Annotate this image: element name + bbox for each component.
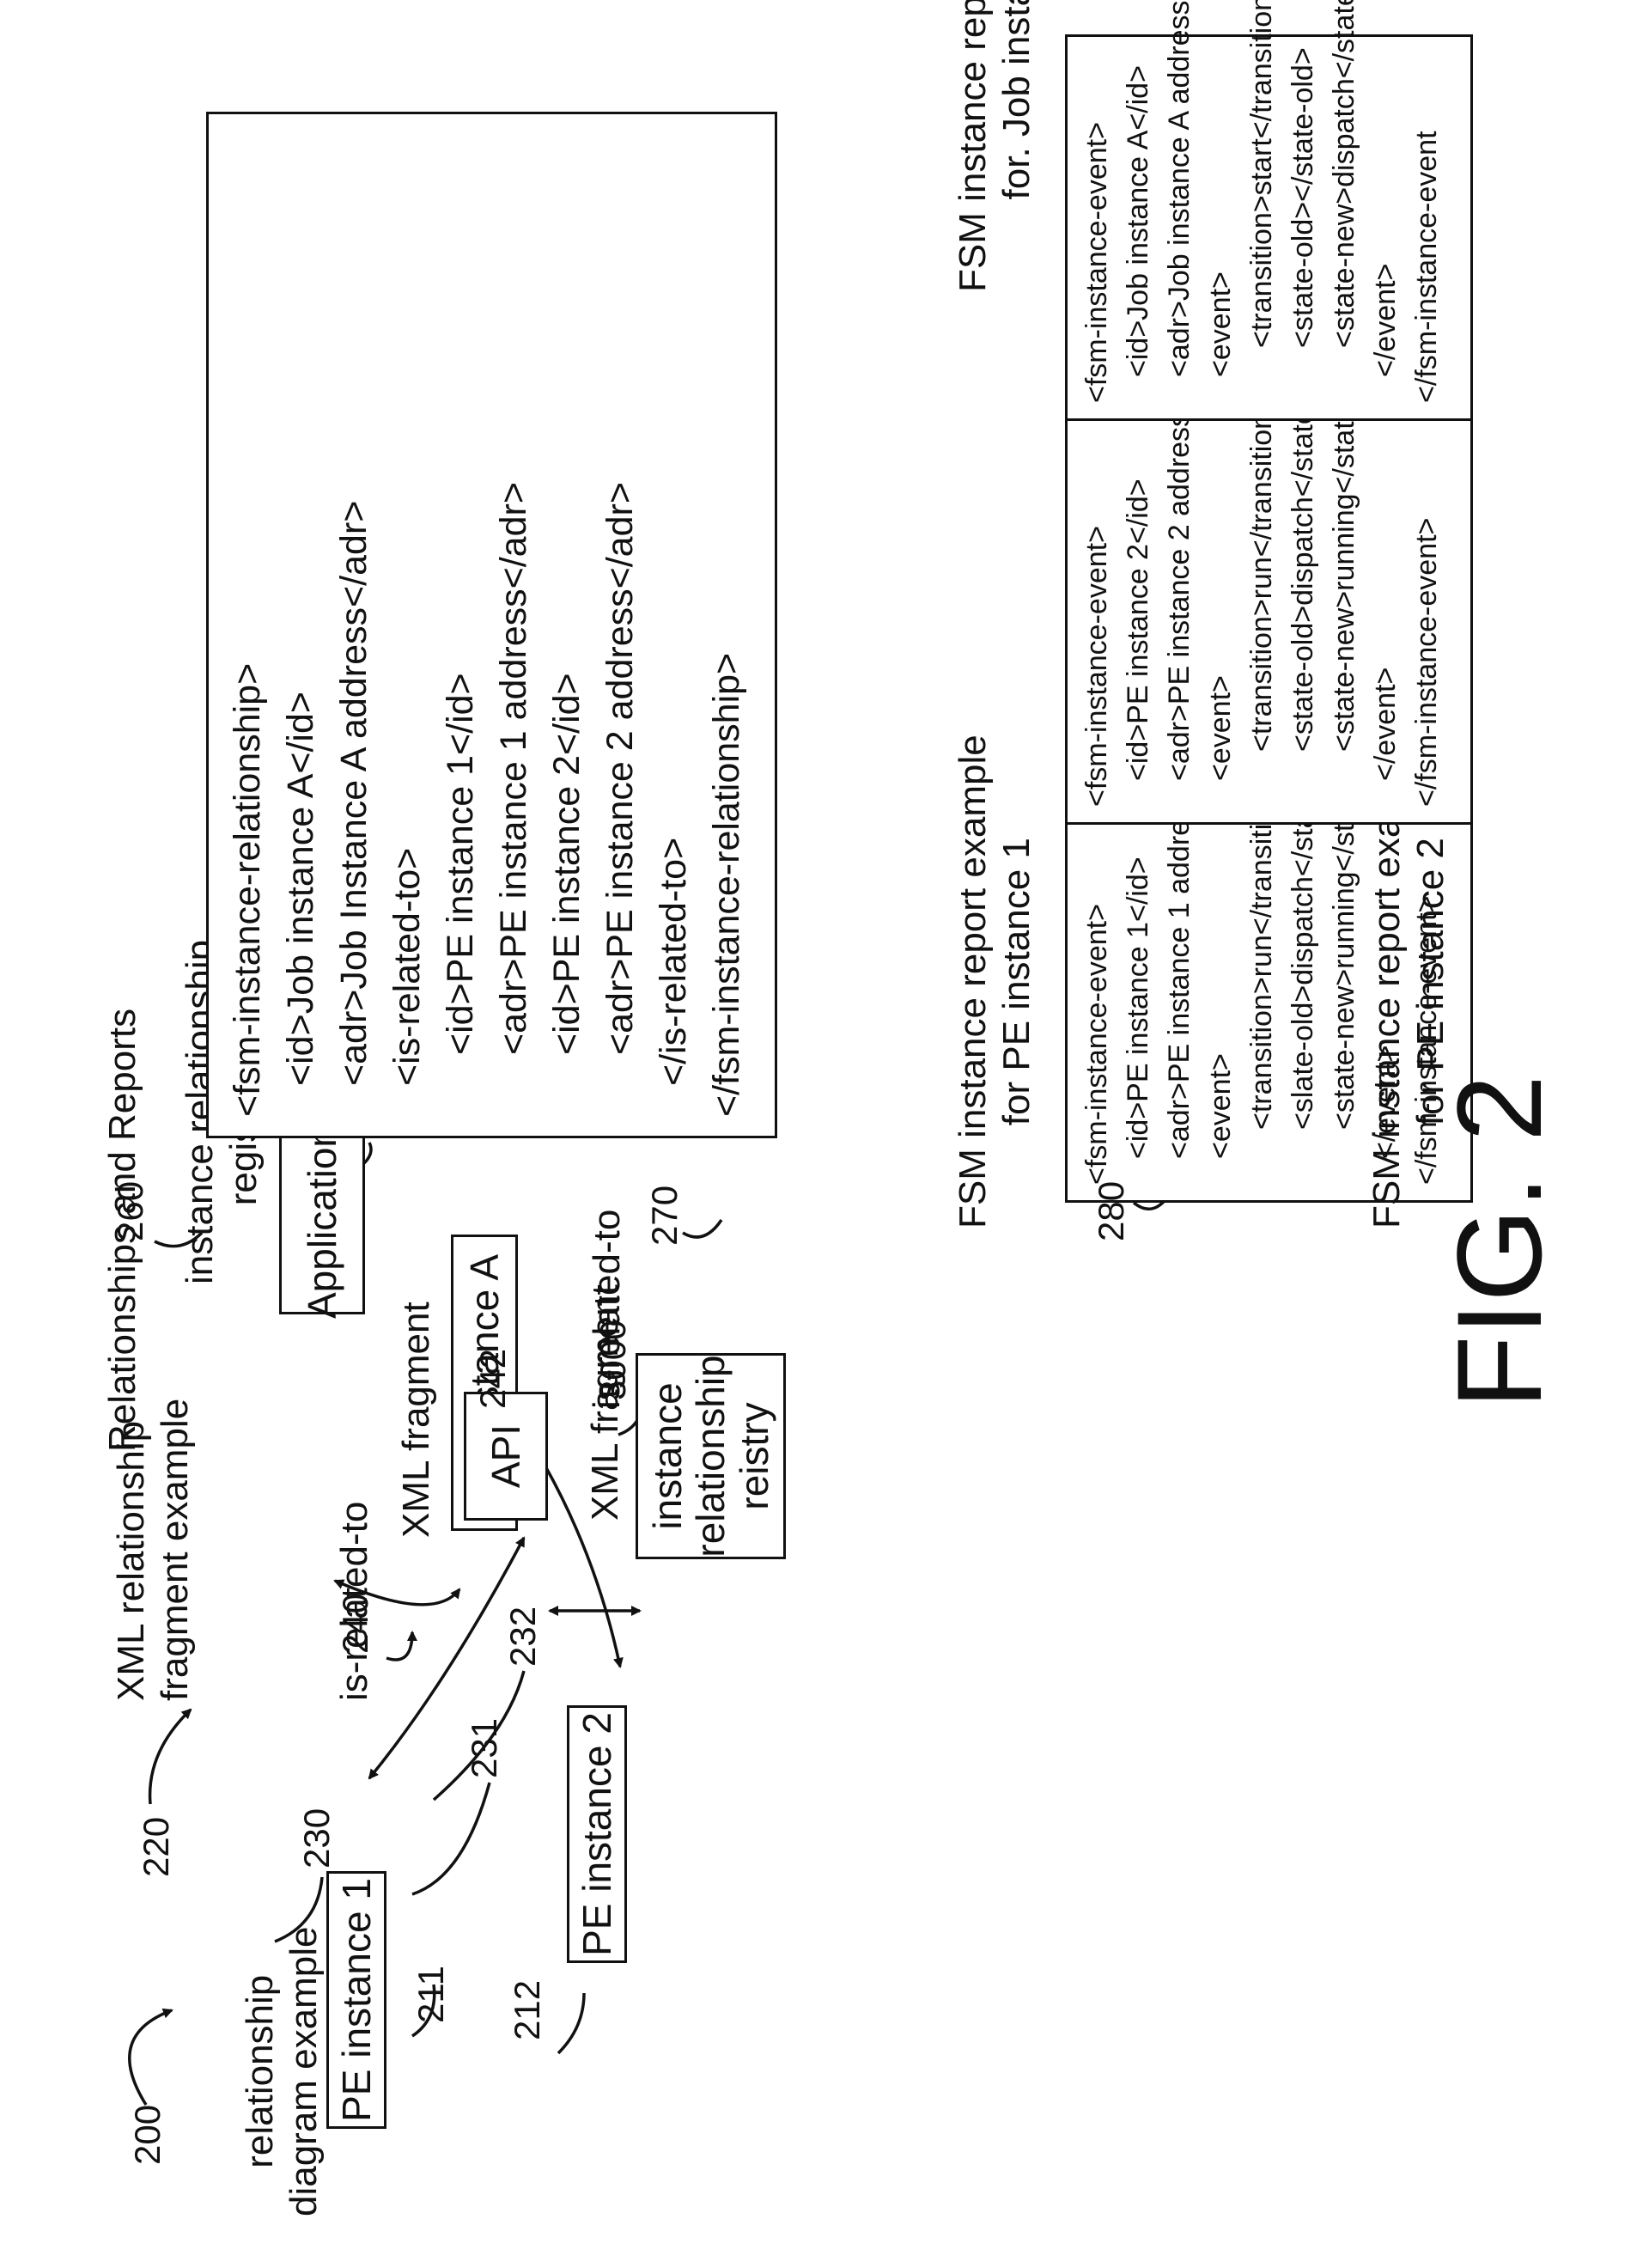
registry-line1: instance	[646, 1382, 690, 1529]
ref-212: 212	[507, 1980, 548, 2040]
report-job-caption: FSM instance report example for. Job ins…	[952, 0, 1038, 292]
report-line: </fsm-instance-event	[1406, 37, 1447, 403]
xml-line: <fsm-instance-relationship>	[221, 114, 274, 1117]
ref-231-leader	[412, 1783, 490, 1894]
ref-260: 260	[110, 1181, 151, 1241]
relationship-diagram-caption-line1: relationship	[239, 1927, 283, 2217]
instance-relationship-registry-node: instance relationship reistry	[636, 1353, 786, 1559]
ref-3000: 3000	[593, 1320, 634, 1400]
xml-line: </is-related-to>	[647, 114, 700, 1117]
report-job-caption-line1: FSM instance report example	[952, 0, 995, 292]
report-line: <adr>Job instance A address</adr>	[1159, 37, 1200, 403]
registry-line3: reistry	[733, 1402, 776, 1509]
ref-220: 220	[136, 1817, 177, 1877]
ref-270: 270	[644, 1186, 685, 1246]
relationship-diagram-caption-line2: diagram example	[283, 1927, 326, 2217]
xml-line: </fsm-instance-relationship>	[700, 114, 753, 1117]
report-line: <event>	[1200, 376, 1241, 807]
pe-instance-1-node: PE instance 1	[326, 1871, 386, 2129]
report-job-box: <fsm-instance-event> <id>Job instance A<…	[1065, 34, 1473, 421]
application-node: Application	[279, 1130, 365, 1314]
ref-242: 242	[472, 1349, 514, 1409]
report-line: <event>	[1200, 37, 1241, 403]
ref-232: 232	[502, 1606, 544, 1667]
report-line: <fsm-instance-event>	[1076, 376, 1117, 807]
report-line: <id>PE instance 2</id>	[1117, 376, 1159, 807]
report-line: <state-old></state-old>	[1282, 37, 1323, 403]
xml-line: <id>PE instance 2</id>	[540, 114, 593, 1117]
relationship-diagram-caption: relationship diagram example	[239, 1927, 326, 2217]
xml-relationship-fragment-box: <fsm-instance-relationship> <id>Job inst…	[206, 112, 777, 1138]
ref-270-leader	[683, 1220, 721, 1237]
api-node: API	[464, 1392, 548, 1521]
report-line: <id>Job instance A</id>	[1117, 37, 1159, 403]
figure-label: FIG. 2	[1430, 1075, 1569, 1409]
report-line: </event>	[1365, 376, 1406, 807]
xml-line: <id>PE instance 1</id>	[434, 114, 487, 1117]
report-line: </fsm-instance-event>	[1406, 376, 1447, 807]
xml-fragment-top-label: XML fragment	[395, 1302, 439, 1538]
report-pe2-box: <fsm-instance-event> <id>PE instance 2</…	[1065, 374, 1473, 825]
report-line: <state-old>dispatch</state-old>	[1282, 376, 1323, 807]
ref-211: 211	[411, 1966, 452, 2023]
registry-line2: relationship	[689, 1355, 733, 1557]
report-job-caption-line2: for. Job instance A	[995, 0, 1039, 292]
ref-280: 280	[1091, 1181, 1132, 1241]
ref-231: 231	[464, 1718, 505, 1778]
ref-200-arrow	[130, 2010, 172, 2105]
ref-220-arrow	[150, 1710, 191, 1804]
xml-example-caption-line1: XML relationship	[110, 1399, 154, 1701]
xml-example-caption-line2: fragment example	[154, 1399, 198, 1701]
report-line: <state-new>running</state-new>	[1323, 376, 1365, 807]
ref-230: 230	[296, 1808, 338, 1869]
report-line: <transition>start</transition>	[1241, 37, 1282, 403]
report-line: <state-new>dispatch</state-new>	[1323, 37, 1365, 403]
report-line: <fsm-instance-event>	[1076, 37, 1117, 403]
report-pe1-caption: FSM instance report example for PE insta…	[952, 735, 1038, 1228]
report-pe1-caption-line1: FSM instance report example	[952, 735, 995, 1228]
ref-212-leader	[558, 1993, 584, 2053]
xml-example-caption: XML relationship fragment example	[110, 1399, 197, 1701]
report-line: <transition>run</transition>	[1241, 376, 1282, 807]
ref-240-arrow	[386, 1632, 412, 1660]
xml-line: <adr>Job Instance A address</adr>	[327, 114, 380, 1117]
ref-200: 200	[127, 2105, 168, 2165]
report-line: </event>	[1365, 37, 1406, 403]
xml-line: <is-related-to>	[380, 114, 434, 1117]
xml-line: <adr>PE instance 2 address</adr>	[593, 114, 647, 1117]
report-pe1-caption-line2: for PE instance 1	[995, 735, 1039, 1228]
pe-instance-2-node: PE instance 2	[567, 1705, 627, 1963]
ref-240: 240	[335, 1594, 376, 1654]
xml-line: <adr>PE instance 1 address</adr>	[487, 114, 540, 1117]
xml-line: <id>Job instance A</id>	[274, 114, 327, 1117]
report-line: <adr>PE instance 2 address</adr>	[1159, 376, 1200, 807]
